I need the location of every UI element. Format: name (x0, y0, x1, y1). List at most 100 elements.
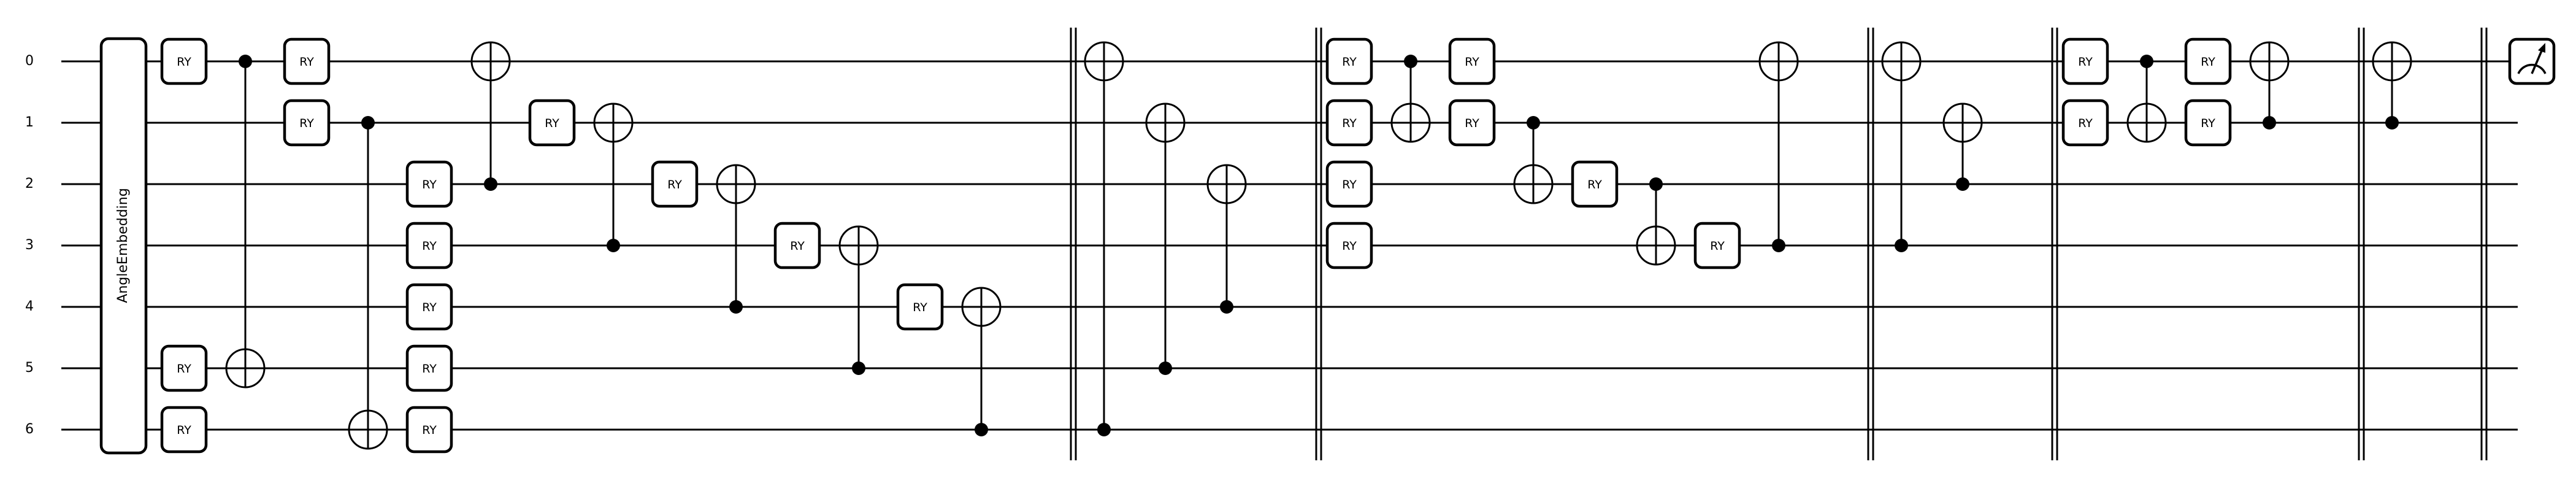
cnot-control-dot (1220, 300, 1233, 314)
cnot-control-dot (852, 361, 865, 375)
cnot-control-dot (1404, 55, 1417, 68)
ry-gate: RY (1325, 99, 1373, 147)
wire-label-0: 0 (25, 53, 34, 69)
cnot-gate (2126, 55, 2167, 143)
ry-gate: RY (1325, 222, 1373, 269)
ry-gate-label: RY (1587, 178, 1602, 191)
ry-gate: RY (1448, 37, 1496, 85)
cnot-gate (2249, 41, 2290, 130)
cnot-control-dot (2385, 116, 2399, 130)
ry-gate-label: RY (1342, 117, 1357, 130)
ry-gate: RY (2184, 37, 2232, 85)
measurement (2508, 37, 2556, 85)
cnot-gate (1881, 41, 1922, 252)
barriers (1070, 28, 2488, 460)
cnot-gate (1084, 41, 1124, 436)
ry-gate-label: RY (299, 117, 314, 130)
cnot-control-dot (729, 300, 743, 314)
angle-embedding-label: AngleEmbedding (115, 188, 131, 303)
cnot-gate (2372, 41, 2412, 130)
cnot-gate (961, 287, 1002, 436)
ry-gate-label: RY (422, 178, 437, 191)
ry-gate: RY (1448, 99, 1496, 147)
ry-gate-box (160, 406, 208, 454)
ry-gate: RY (2061, 37, 2109, 85)
ry-gate-label: RY (667, 178, 682, 191)
ry-gate-box (1448, 37, 1496, 85)
ry-gate: RY (896, 283, 944, 331)
measurement-box (2508, 37, 2556, 85)
cnot-control-dot (2140, 55, 2153, 68)
wire-labels: 0 1 2 3 4 5 6 (25, 53, 34, 437)
ry-gate-box (2061, 37, 2109, 85)
cnot-gate (348, 116, 388, 450)
ry-gate-label: RY (177, 423, 191, 437)
wire-label-6: 6 (25, 422, 34, 437)
cnot-gate (1513, 116, 1554, 204)
cnot-gate (1758, 41, 1799, 252)
wire-label-3: 3 (25, 238, 34, 253)
ry-gate: RY (405, 283, 453, 331)
ry-gate-box (405, 406, 453, 454)
cnot-control-dot (1527, 116, 1540, 130)
ry-gate-label: RY (2201, 55, 2215, 69)
ry-gate-label: RY (2078, 55, 2093, 69)
ry-gate: RY (160, 344, 208, 392)
ry-gate: RY (405, 160, 453, 208)
ry-gate: RY (1325, 160, 1373, 208)
ry-gate-box (405, 344, 453, 392)
ry-gate-label: RY (422, 301, 437, 314)
cnot-control-dot (1772, 239, 1785, 252)
ry-gate: RY (160, 37, 208, 85)
ry-gate: RY (773, 222, 821, 269)
ry-gate-box (283, 37, 331, 85)
cnot-gate (1390, 55, 1431, 143)
ry-gate-label: RY (2201, 117, 2215, 130)
ry-gate: RY (283, 37, 331, 85)
ry-gate-box (896, 283, 944, 331)
ry-gate-label: RY (545, 117, 559, 130)
ry-gates: RY RY RY RY RY RY RY RY RY RY RY RY RY RY RY RY RY RY RY RY… (160, 37, 2232, 454)
ry-gate-box (160, 37, 208, 85)
ry-gate-label: RY (422, 423, 437, 437)
cnot-gate (225, 55, 266, 389)
ry-gate: RY (2061, 99, 2109, 147)
ry-gate-box (1325, 160, 1373, 208)
ry-gate-label: RY (1342, 239, 1357, 253)
wire-label-1: 1 (25, 115, 34, 130)
cnot-gate (593, 102, 634, 252)
cnot-control-dot (2263, 116, 2276, 130)
ry-gate: RY (405, 406, 453, 454)
cnot-control-dot (361, 116, 375, 130)
ry-gate: RY (2184, 99, 2232, 147)
ry-gate-box (405, 283, 453, 331)
ry-gate-box (405, 222, 453, 269)
ry-gate-label: RY (1342, 178, 1357, 191)
cnot-control-dot (1895, 239, 1908, 252)
ry-gate-label: RY (422, 362, 437, 376)
ry-gate-box (2061, 99, 2109, 147)
ry-gate-box (773, 222, 821, 269)
cnot-gate (470, 41, 511, 191)
ry-gate-label: RY (1710, 239, 1725, 253)
cnot-gates (225, 41, 2412, 450)
cnot-control-dot (1649, 177, 1663, 191)
ry-gate-label: RY (177, 362, 191, 376)
cnot-gate (1206, 164, 1247, 314)
ry-gate-label: RY (1465, 117, 1479, 130)
ry-gate: RY (405, 222, 453, 269)
meter-icon (2517, 63, 2547, 74)
ry-gate: RY (651, 160, 699, 208)
cnot-gate (1636, 177, 1676, 266)
cnot-control-dot (1956, 177, 1969, 191)
wire-label-4: 4 (25, 299, 34, 314)
cnot-control-dot (975, 423, 988, 436)
ry-gate-box (528, 99, 576, 147)
ry-gate: RY (1571, 160, 1619, 208)
angle-embedding-block: AngleEmbedding (99, 37, 148, 455)
ry-gate: RY (283, 99, 331, 147)
ry-gate-label: RY (913, 301, 927, 314)
ry-gate-box (651, 160, 699, 208)
ry-gate-box (2184, 99, 2232, 147)
ry-gate-box (1571, 160, 1619, 208)
